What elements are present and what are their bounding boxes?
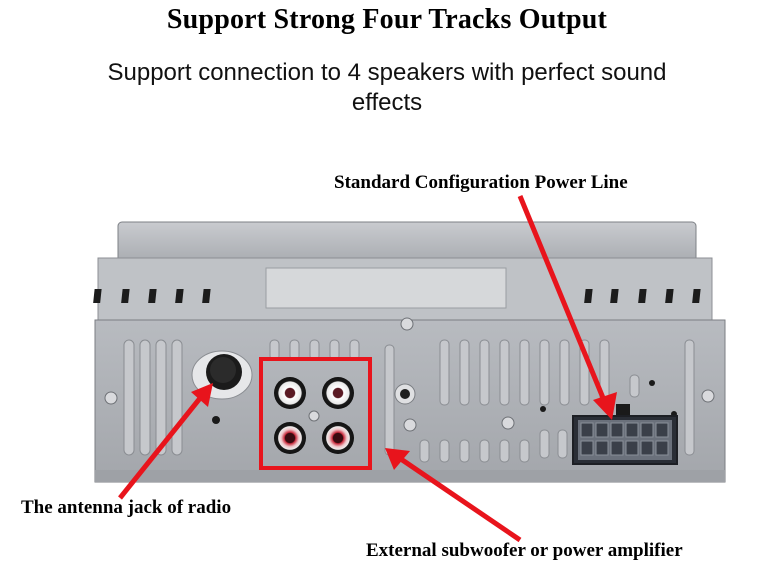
subwoofer-label: External subwoofer or power amplifier [366, 540, 683, 561]
chassis-top [93, 221, 713, 321]
power-line-label: Standard Configuration Power Line [334, 172, 628, 193]
aux-jack [394, 383, 416, 405]
arrow-icon [118, 195, 617, 543]
antenna-label: The antenna jack of radio [21, 497, 232, 518]
page-subtitle: Support connection to 4 speakers with pe… [107, 59, 667, 116]
rca-highlight-box [259, 357, 372, 470]
page-title: Support Strong Four Tracks Output [166, 4, 608, 35]
screw-icon [104, 317, 715, 432]
power-connector [572, 404, 678, 465]
rca-outputs [274, 377, 354, 454]
